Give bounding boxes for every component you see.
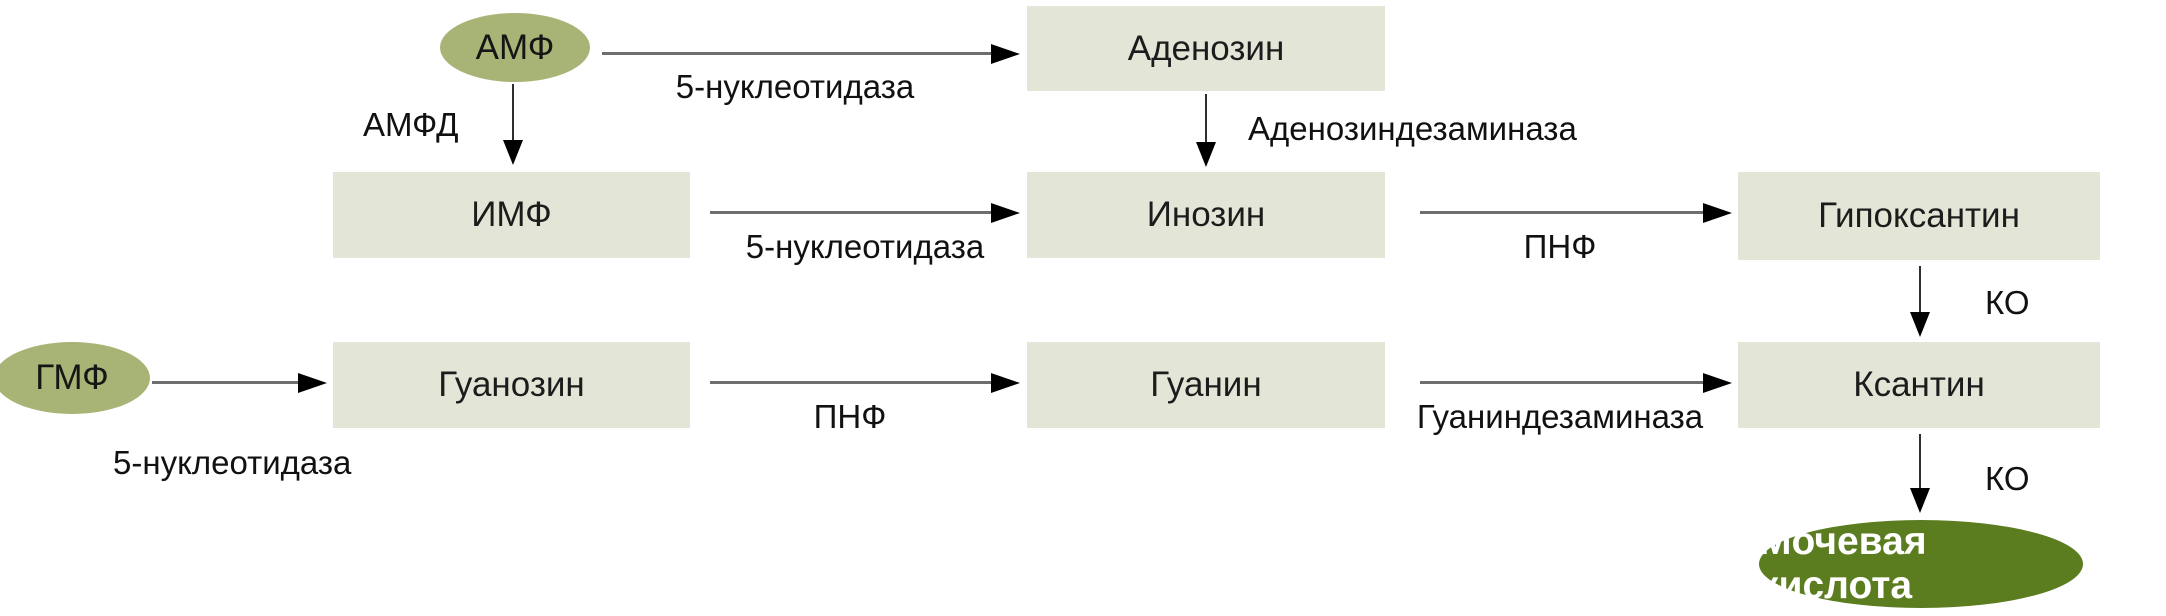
enzyme-label-pnf-bottom: ПНФ	[813, 398, 887, 435]
node-guanine: Гуанин	[1027, 342, 1385, 428]
arrow-amf-to-imf	[512, 84, 514, 140]
arrow-amf-to-adenosine	[602, 52, 991, 55]
arrow-guanosine-to-guanine	[710, 381, 991, 384]
enzyme-label-ko-top: КО	[1985, 284, 2030, 321]
node-imf: ИМФ	[333, 172, 690, 258]
arrow-gmf-to-guanosine	[152, 381, 298, 384]
node-gmf: ГМФ	[0, 342, 150, 414]
node-inosine: Инозин	[1027, 172, 1385, 258]
enzyme-label-nucleotidase-mid: 5-нуклеотидаза	[745, 228, 985, 265]
arrow-hypoxanthine-to-xanthine	[1919, 266, 1921, 312]
arrow-imf-to-inosine	[710, 211, 991, 214]
node-hypoxanthine: Гипоксантин	[1738, 172, 2100, 260]
node-guanosine: Гуанозин	[333, 342, 690, 428]
arrow-xanthine-to-uric-acid	[1919, 434, 1921, 488]
node-amf: АМФ	[440, 13, 590, 82]
enzyme-label-adenosine-deaminase: Аденозиндезаминаза	[1248, 110, 1577, 147]
enzyme-label-pnf-mid: ПНФ	[1523, 228, 1597, 265]
enzyme-label-ko-bottom: КО	[1985, 460, 2030, 497]
enzyme-label-amfd: АМФД	[363, 106, 459, 143]
enzyme-label-nucleotidase-bottom: 5-нуклеотидаза	[113, 444, 352, 481]
arrow-guanine-to-xanthine	[1420, 381, 1703, 384]
enzyme-label-guanine-deaminase: Гуаниндезаминаза	[1416, 398, 1704, 435]
enzyme-label-nucleotidase-top: 5-нуклеотидаза	[675, 68, 915, 105]
node-adenosine: Аденозин	[1027, 6, 1385, 91]
node-xanthine: Ксантин	[1738, 342, 2100, 428]
node-uric-acid: Мочевая кислота	[1759, 520, 2083, 608]
arrow-inosine-to-hypoxanthine	[1420, 211, 1703, 214]
arrow-adenosine-to-inosine	[1205, 94, 1207, 142]
